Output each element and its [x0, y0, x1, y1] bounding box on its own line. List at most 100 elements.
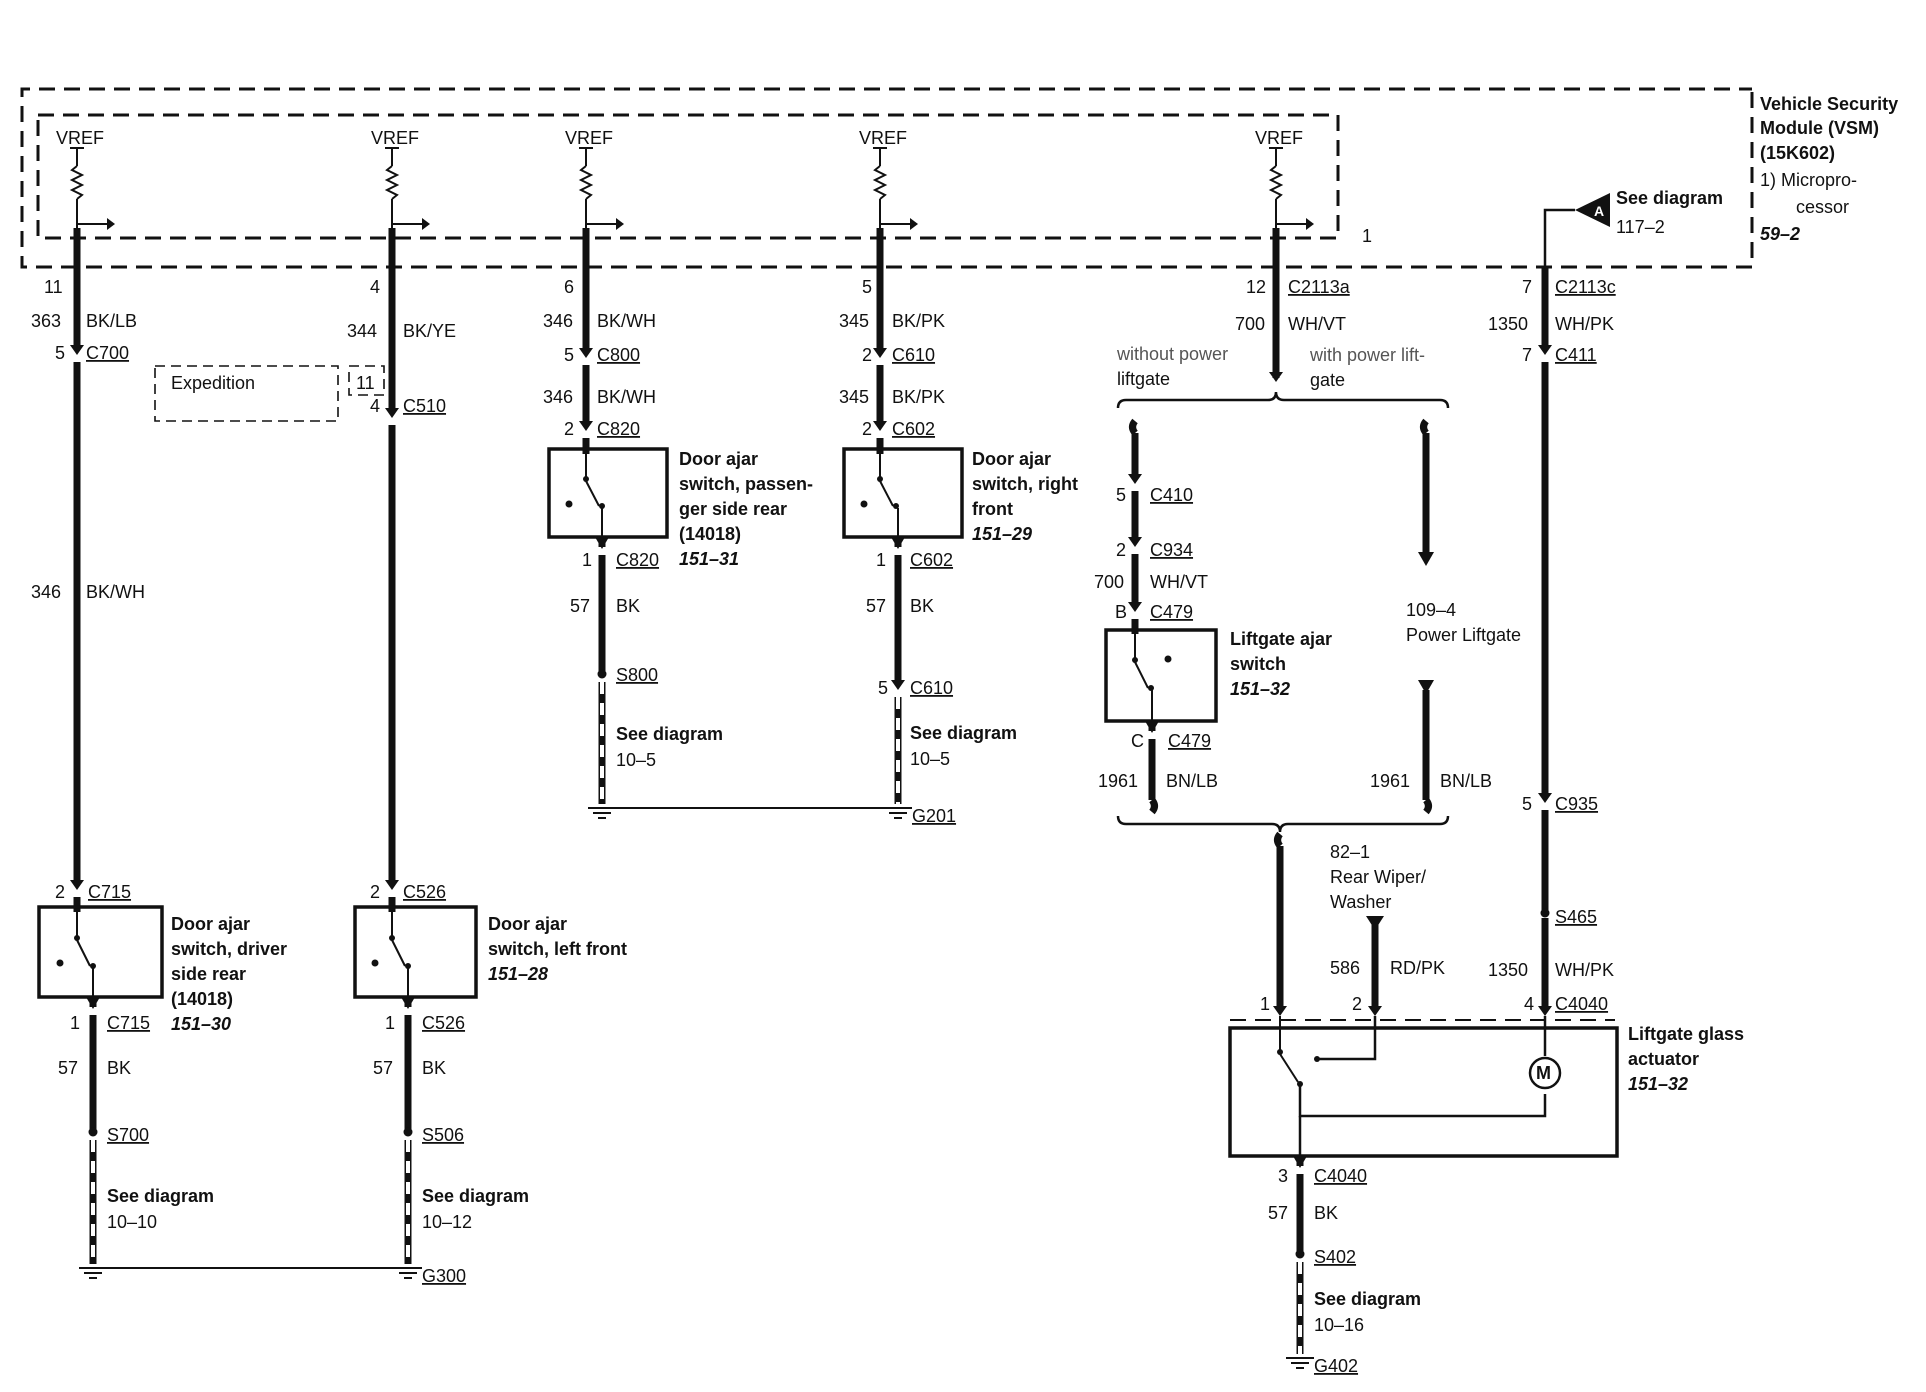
switch-left-front-name-1: Door ajar	[488, 914, 567, 934]
conn-c526-bot: C526	[422, 1013, 465, 1033]
vsm-processor-line1: 1) Micropro-	[1760, 170, 1857, 190]
wiper-ref-2: Rear Wiper/	[1330, 867, 1426, 887]
conn-c820-bot: C820	[616, 550, 659, 570]
wire-color-bkwh-a: BK/WH	[597, 311, 656, 331]
liftgate-ajar-ref: 151–32	[1230, 679, 1290, 699]
wire-color-whvt-b: WH/VT	[1150, 572, 1208, 592]
switch-driver-name-1: Door ajar	[171, 914, 250, 934]
with-power-line1: with power lift-	[1309, 345, 1425, 365]
conn-c610-top: C610	[892, 345, 935, 365]
conn-c479-top: C479	[1150, 602, 1193, 622]
switch-passenger-name-3: ger side rear	[679, 499, 787, 519]
circuit-passenger-rear	[547, 228, 884, 819]
wire-color-bk-right: BK	[910, 596, 934, 616]
see-diagram-right-ref: 10–5	[910, 749, 950, 769]
vsm-page-ref: 59–2	[1760, 224, 1800, 244]
liftgate-ajar-name-2: switch	[1230, 654, 1286, 674]
circuit-1961-a: 1961	[1098, 771, 1138, 791]
circuit-363: 363	[31, 311, 61, 331]
pin-5-c410: 5	[1116, 485, 1126, 505]
wire-color-bkwh-mid: BK/WH	[86, 582, 145, 602]
circuit-driver-rear	[37, 228, 164, 1279]
switch-right-front-ref: 151–29	[972, 524, 1032, 544]
see-diagram-left-ref: 10–12	[422, 1212, 472, 1232]
splice-s402: S402	[1314, 1247, 1356, 1267]
vsm-title-line1: Vehicle Security	[1760, 94, 1898, 114]
circuit-rear-wiper	[1366, 916, 1384, 1016]
splice-s700: S700	[107, 1125, 149, 1145]
circuit-right-front	[842, 228, 964, 819]
actuator-name-2: actuator	[1628, 1049, 1699, 1069]
circuit-346-b: 346	[543, 387, 573, 407]
ground-g300: G300	[422, 1266, 466, 1286]
wire-color-bk-driver: BK	[107, 1058, 131, 1078]
pin-4-c4040: 4	[1524, 994, 1534, 1014]
conn-c700: C700	[86, 343, 129, 363]
pin-2-c820: 2	[564, 419, 574, 439]
switch-passenger-name-4: (14018)	[679, 524, 741, 544]
wire-color-bkye: BK/YE	[403, 321, 456, 341]
offpage-marker-icon: A	[1575, 193, 1610, 227]
circuit-586: 586	[1330, 958, 1360, 978]
see-diagram-driver: See diagram	[107, 1186, 214, 1206]
wire-color-whpk-a: WH/PK	[1555, 314, 1614, 334]
wire-color-bk-actuator: BK	[1314, 1203, 1338, 1223]
wire-color-bk-left: BK	[422, 1058, 446, 1078]
pin-1-c526: 1	[385, 1013, 395, 1033]
power-liftgate-ref-2: Power Liftgate	[1406, 625, 1521, 645]
wiper-ref-1: 82–1	[1330, 842, 1370, 862]
vref-pullups	[69, 147, 1314, 230]
actuator-pin-2: 2	[1352, 994, 1362, 1014]
circuit-57-driver: 57	[58, 1058, 78, 1078]
svg-text:A: A	[1594, 203, 1604, 219]
circuit-700-b: 700	[1094, 572, 1124, 592]
switch-passenger-name-1: Door ajar	[679, 449, 758, 469]
pin-5-c700: 5	[55, 343, 65, 363]
conn-c526-top: C526	[403, 882, 446, 902]
vsm-see-diagram-title: See diagram	[1616, 188, 1723, 208]
vref-label-2: VREF	[371, 128, 419, 148]
circuit-57-actuator: 57	[1268, 1203, 1288, 1223]
see-diagram-actuator: See diagram	[1314, 1289, 1421, 1309]
expedition-pin: 11	[356, 373, 375, 393]
pin-1-c715: 1	[70, 1013, 80, 1033]
without-power-line2: liftgate	[1117, 369, 1170, 389]
switch-left-front-name-2: switch, left front	[488, 939, 627, 959]
switch-driver-name-4: (14018)	[171, 989, 233, 1009]
pin-12: 12	[1246, 277, 1266, 297]
pin-2-c610: 2	[862, 345, 872, 365]
circuit-346-mid: 346	[31, 582, 61, 602]
circuit-liftgate	[1104, 228, 1450, 1016]
vsm-see-diagram-ref: 117–2	[1616, 217, 1665, 237]
circuit-344: 344	[347, 321, 377, 341]
see-diagram-passenger: See diagram	[616, 724, 723, 744]
switch-left-front-icon	[371, 912, 411, 997]
pin-5-c935: 5	[1522, 794, 1532, 814]
pin-2-c526: 2	[370, 882, 380, 902]
switch-liftgate-ajar-icon	[1132, 634, 1172, 721]
conn-c2113c: C2113c	[1555, 277, 1616, 297]
switch-passenger-rear-icon	[565, 454, 605, 537]
conn-c935: C935	[1555, 794, 1598, 814]
without-power-line1: without power	[1116, 344, 1228, 364]
power-liftgate-ref-1: 109–4	[1406, 600, 1456, 620]
conn-c820-top: C820	[597, 419, 640, 439]
vsm-title-line3: (15K602)	[1760, 143, 1835, 163]
conn-c4040-bot: C4040	[1314, 1166, 1367, 1186]
circuit-700-a: 700	[1235, 314, 1265, 334]
wire-color-bkwh-b: BK/WH	[597, 387, 656, 407]
pin-6: 6	[564, 277, 574, 297]
switch-passenger-name-2: switch, passen-	[679, 474, 813, 494]
conn-c715-bot: C715	[107, 1013, 150, 1033]
wire-color-bkpk-a: BK/PK	[892, 311, 945, 331]
switch-passenger-ref: 151–31	[679, 549, 739, 569]
pin-5-c800: 5	[564, 345, 574, 365]
pin-2-c715: 2	[55, 882, 65, 902]
see-diagram-actuator-ref: 10–16	[1314, 1315, 1364, 1335]
conn-c800: C800	[597, 345, 640, 365]
switch-right-front-name-2: switch, right	[972, 474, 1078, 494]
wire-color-rdpk: RD/PK	[1390, 958, 1445, 978]
pin-4-c510: 4	[370, 396, 380, 416]
splice-s465: S465	[1555, 907, 1597, 927]
conn-c479-bot: C479	[1168, 731, 1211, 751]
